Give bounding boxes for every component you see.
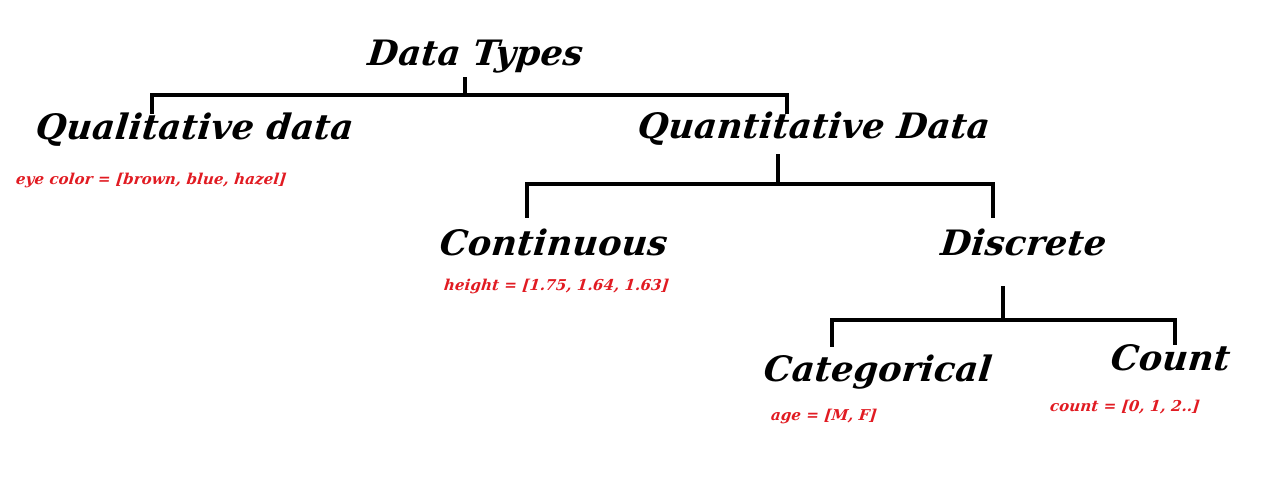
node-label-count: Count (1108, 338, 1233, 379)
node-label-quantitative-data: Quantitative Data (635, 106, 993, 147)
node-label-data-types: Data Types (365, 33, 586, 74)
annotation-categorical-example: age = [M, F] (770, 406, 878, 424)
annotation-qualitative-example: eye color = [brown, blue, hazel] (15, 170, 288, 188)
annotation-count-example: count = [0, 1, 2..] (1049, 397, 1201, 415)
node-label-discrete: Discrete (938, 223, 1109, 264)
annotation-continuous-example: height = [1.75, 1.64, 1.63] (443, 276, 670, 294)
node-label-continuous: Continuous (437, 223, 670, 264)
node-label-qualitative-data: Qualitative data (33, 107, 356, 148)
node-label-categorical: Categorical (761, 349, 995, 390)
